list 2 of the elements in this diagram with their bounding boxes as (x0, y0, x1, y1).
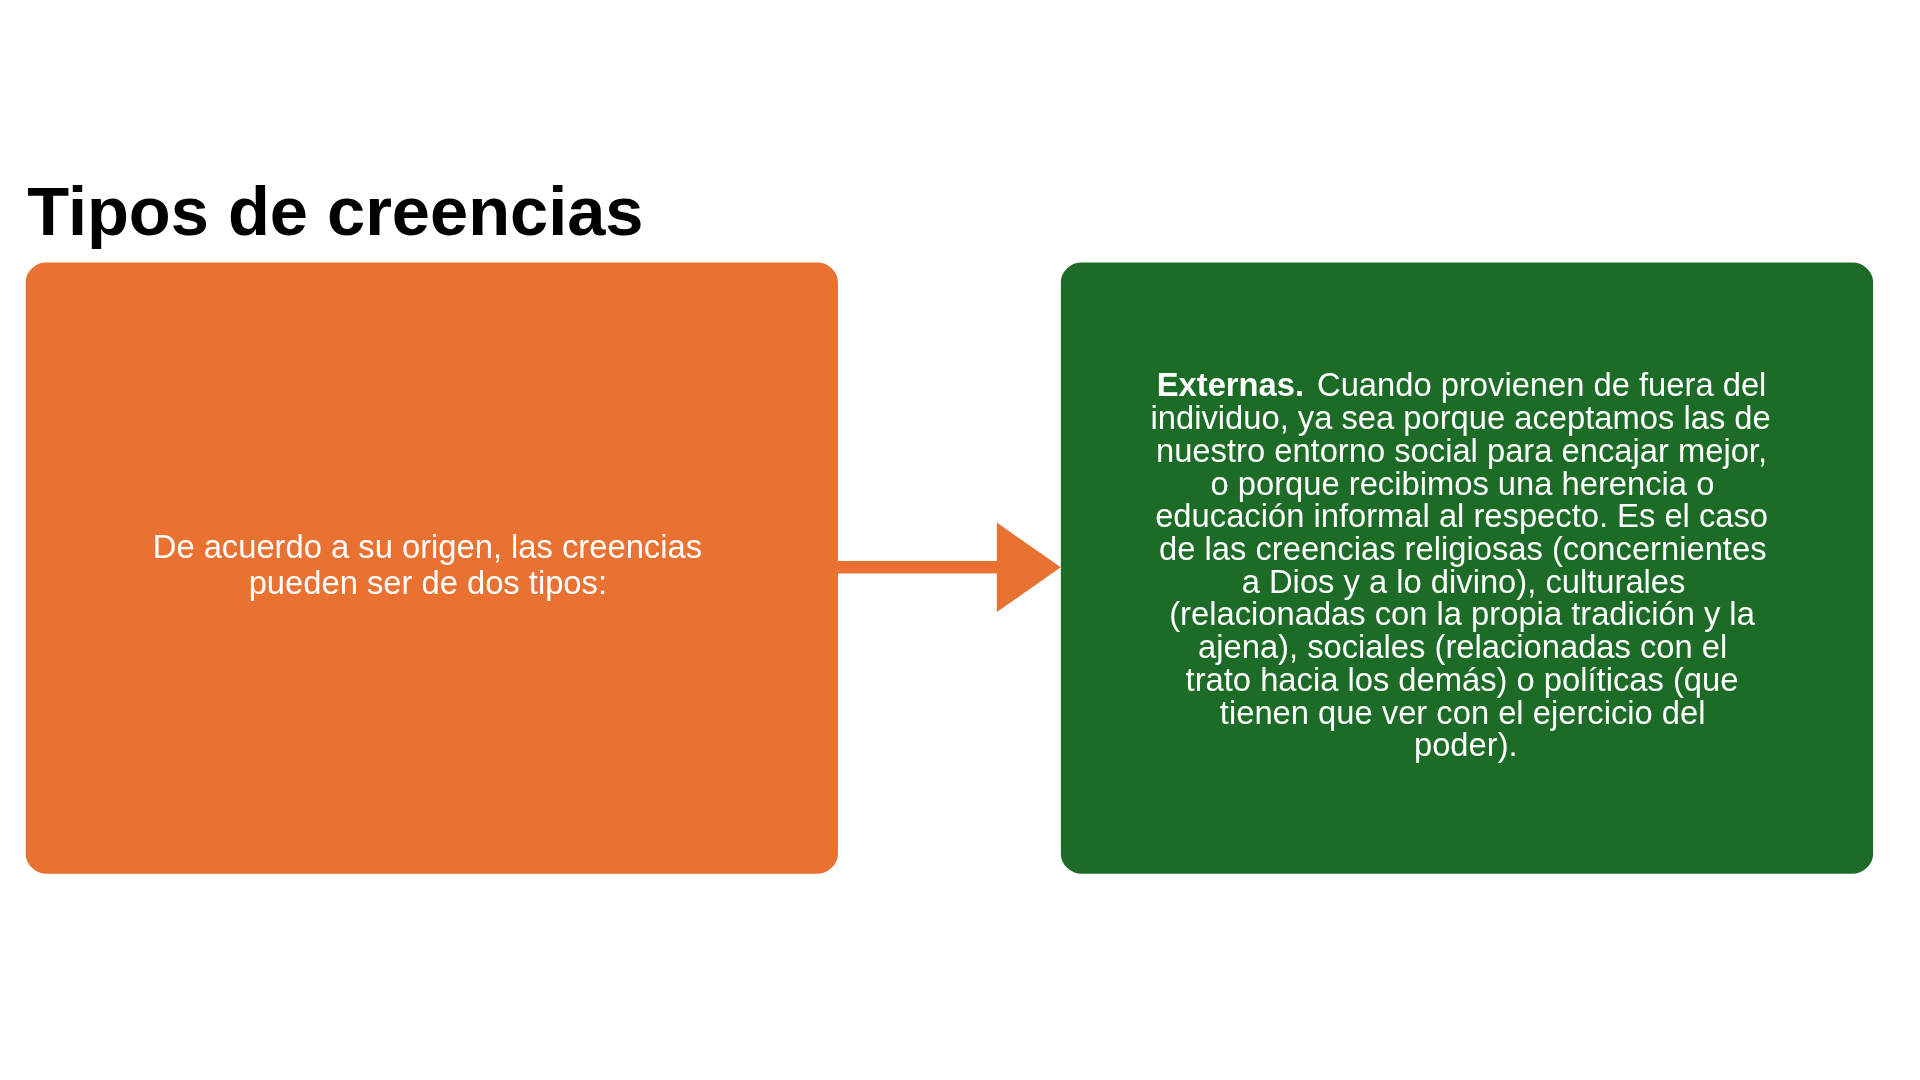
diagram-title: Tipos de creencias (27, 172, 644, 250)
arrow (836, 522, 1061, 612)
